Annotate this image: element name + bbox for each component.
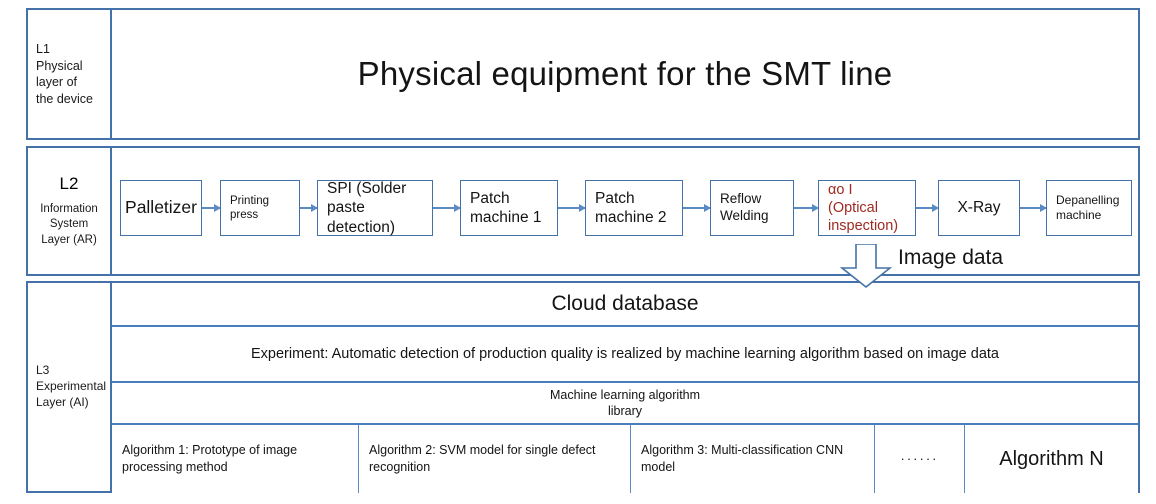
algorithm-3-label: Algorithm 3: Multi-classification CNN mo… <box>641 443 844 474</box>
algorithm-2-label: Algorithm 2: SVM model for single defect… <box>369 443 596 474</box>
l1-title: Physical equipment for the SMT line <box>357 55 893 92</box>
algorithm-1-cell[interactable]: Algorithm 1: Prototype of image processi… <box>112 425 359 493</box>
l2-desc-line2: System <box>49 218 89 231</box>
process-box-palletizer[interactable]: Palletizer <box>120 180 202 236</box>
image-data-arrow-icon <box>839 244 893 288</box>
layer-l2-information-system: L2 Information System Layer (AR) Palleti… <box>26 146 1140 276</box>
cloud-database-label: Cloud database <box>551 292 699 315</box>
l1-code: L1 <box>36 42 50 56</box>
arrow-reflow-welding-to-aoi-optical-inspection <box>794 203 819 212</box>
library-row: Machine learning algorithm library <box>112 383 1138 423</box>
l1-desc-line1: Physical <box>36 58 83 73</box>
layer-l2-label-cell: L2 Information System Layer (AR) <box>28 148 112 274</box>
process-box-x-ray-label: X-Ray <box>957 199 1001 217</box>
library-line2: library <box>607 404 643 418</box>
experiment-row: Experiment: Automatic detection of produ… <box>112 327 1138 381</box>
algorithm-n-label: Algorithm N <box>999 447 1104 470</box>
algorithm-2-cell[interactable]: Algorithm 2: SVM model for single defect… <box>359 425 631 493</box>
algorithm-ellipsis-label: ······ <box>900 451 939 467</box>
l3-content: Cloud database Experiment: Automatic det… <box>112 283 1138 493</box>
image-data-label: Image data <box>898 246 1004 269</box>
cloud-database-row: Cloud database <box>112 283 1138 325</box>
arrow-x-ray-to-depanelling-machine <box>1020 203 1047 212</box>
l1-desc-line2: layer of <box>36 75 77 89</box>
arrow-printing-press-to-spi <box>300 203 318 212</box>
l3-desc-line2: Layer (AI) <box>36 394 89 409</box>
arrow-aoi-optical-inspection-to-x-ray <box>916 203 939 212</box>
library-line1: Machine learning algorithm <box>549 387 701 402</box>
layer-l1-physical: L1 Physical layer of the device Physical… <box>26 8 1140 140</box>
algorithm-row: Algorithm 1: Prototype of image processi… <box>112 425 1138 493</box>
l1-desc-line3: the device <box>36 91 93 106</box>
arrow-patch-machine-2-to-reflow-welding <box>683 203 711 212</box>
process-box-x-ray[interactable]: X-Ray <box>938 180 1020 236</box>
library-label: Machine learning algorithm library <box>550 387 700 420</box>
divider-library-algorithms <box>112 423 1138 426</box>
experiment-label: Experiment: Automatic detection of produ… <box>251 346 999 362</box>
layer-l3-label-cell: L3 Experimental Layer (AI) <box>28 283 112 491</box>
l2-code: L2 <box>59 174 79 194</box>
l2-desc-line1: Information <box>40 203 98 216</box>
l2-desc-line3: Layer (AR) <box>41 233 97 246</box>
l3-code: L3 <box>36 363 50 378</box>
algorithm-1-label: Algorithm 1: Prototype of image processi… <box>122 443 298 474</box>
algorithm-n-cell[interactable]: Algorithm N <box>965 425 1138 493</box>
arrow-patch-machine-1-to-patch-machine-2 <box>558 203 586 212</box>
process-box-palletizer-label: Palletizer <box>125 197 197 218</box>
layer-l3-experimental: L3 Experimental Layer (AI) Cloud databas… <box>26 281 1140 493</box>
algorithm-ellipsis-cell: ······ <box>875 425 965 493</box>
layer-l1-label-cell: L1 Physical layer of the device <box>28 10 112 138</box>
arrow-spi-to-patch-machine-1 <box>433 203 461 212</box>
algorithm-3-cell[interactable]: Algorithm 3: Multi-classification CNN mo… <box>631 425 875 493</box>
divider-experiment-library <box>112 381 1138 384</box>
arrow-palletizer-to-printing-press <box>202 203 221 212</box>
l3-desc-line1: Experimental <box>36 379 107 394</box>
divider-cloud-experiment <box>112 325 1138 328</box>
